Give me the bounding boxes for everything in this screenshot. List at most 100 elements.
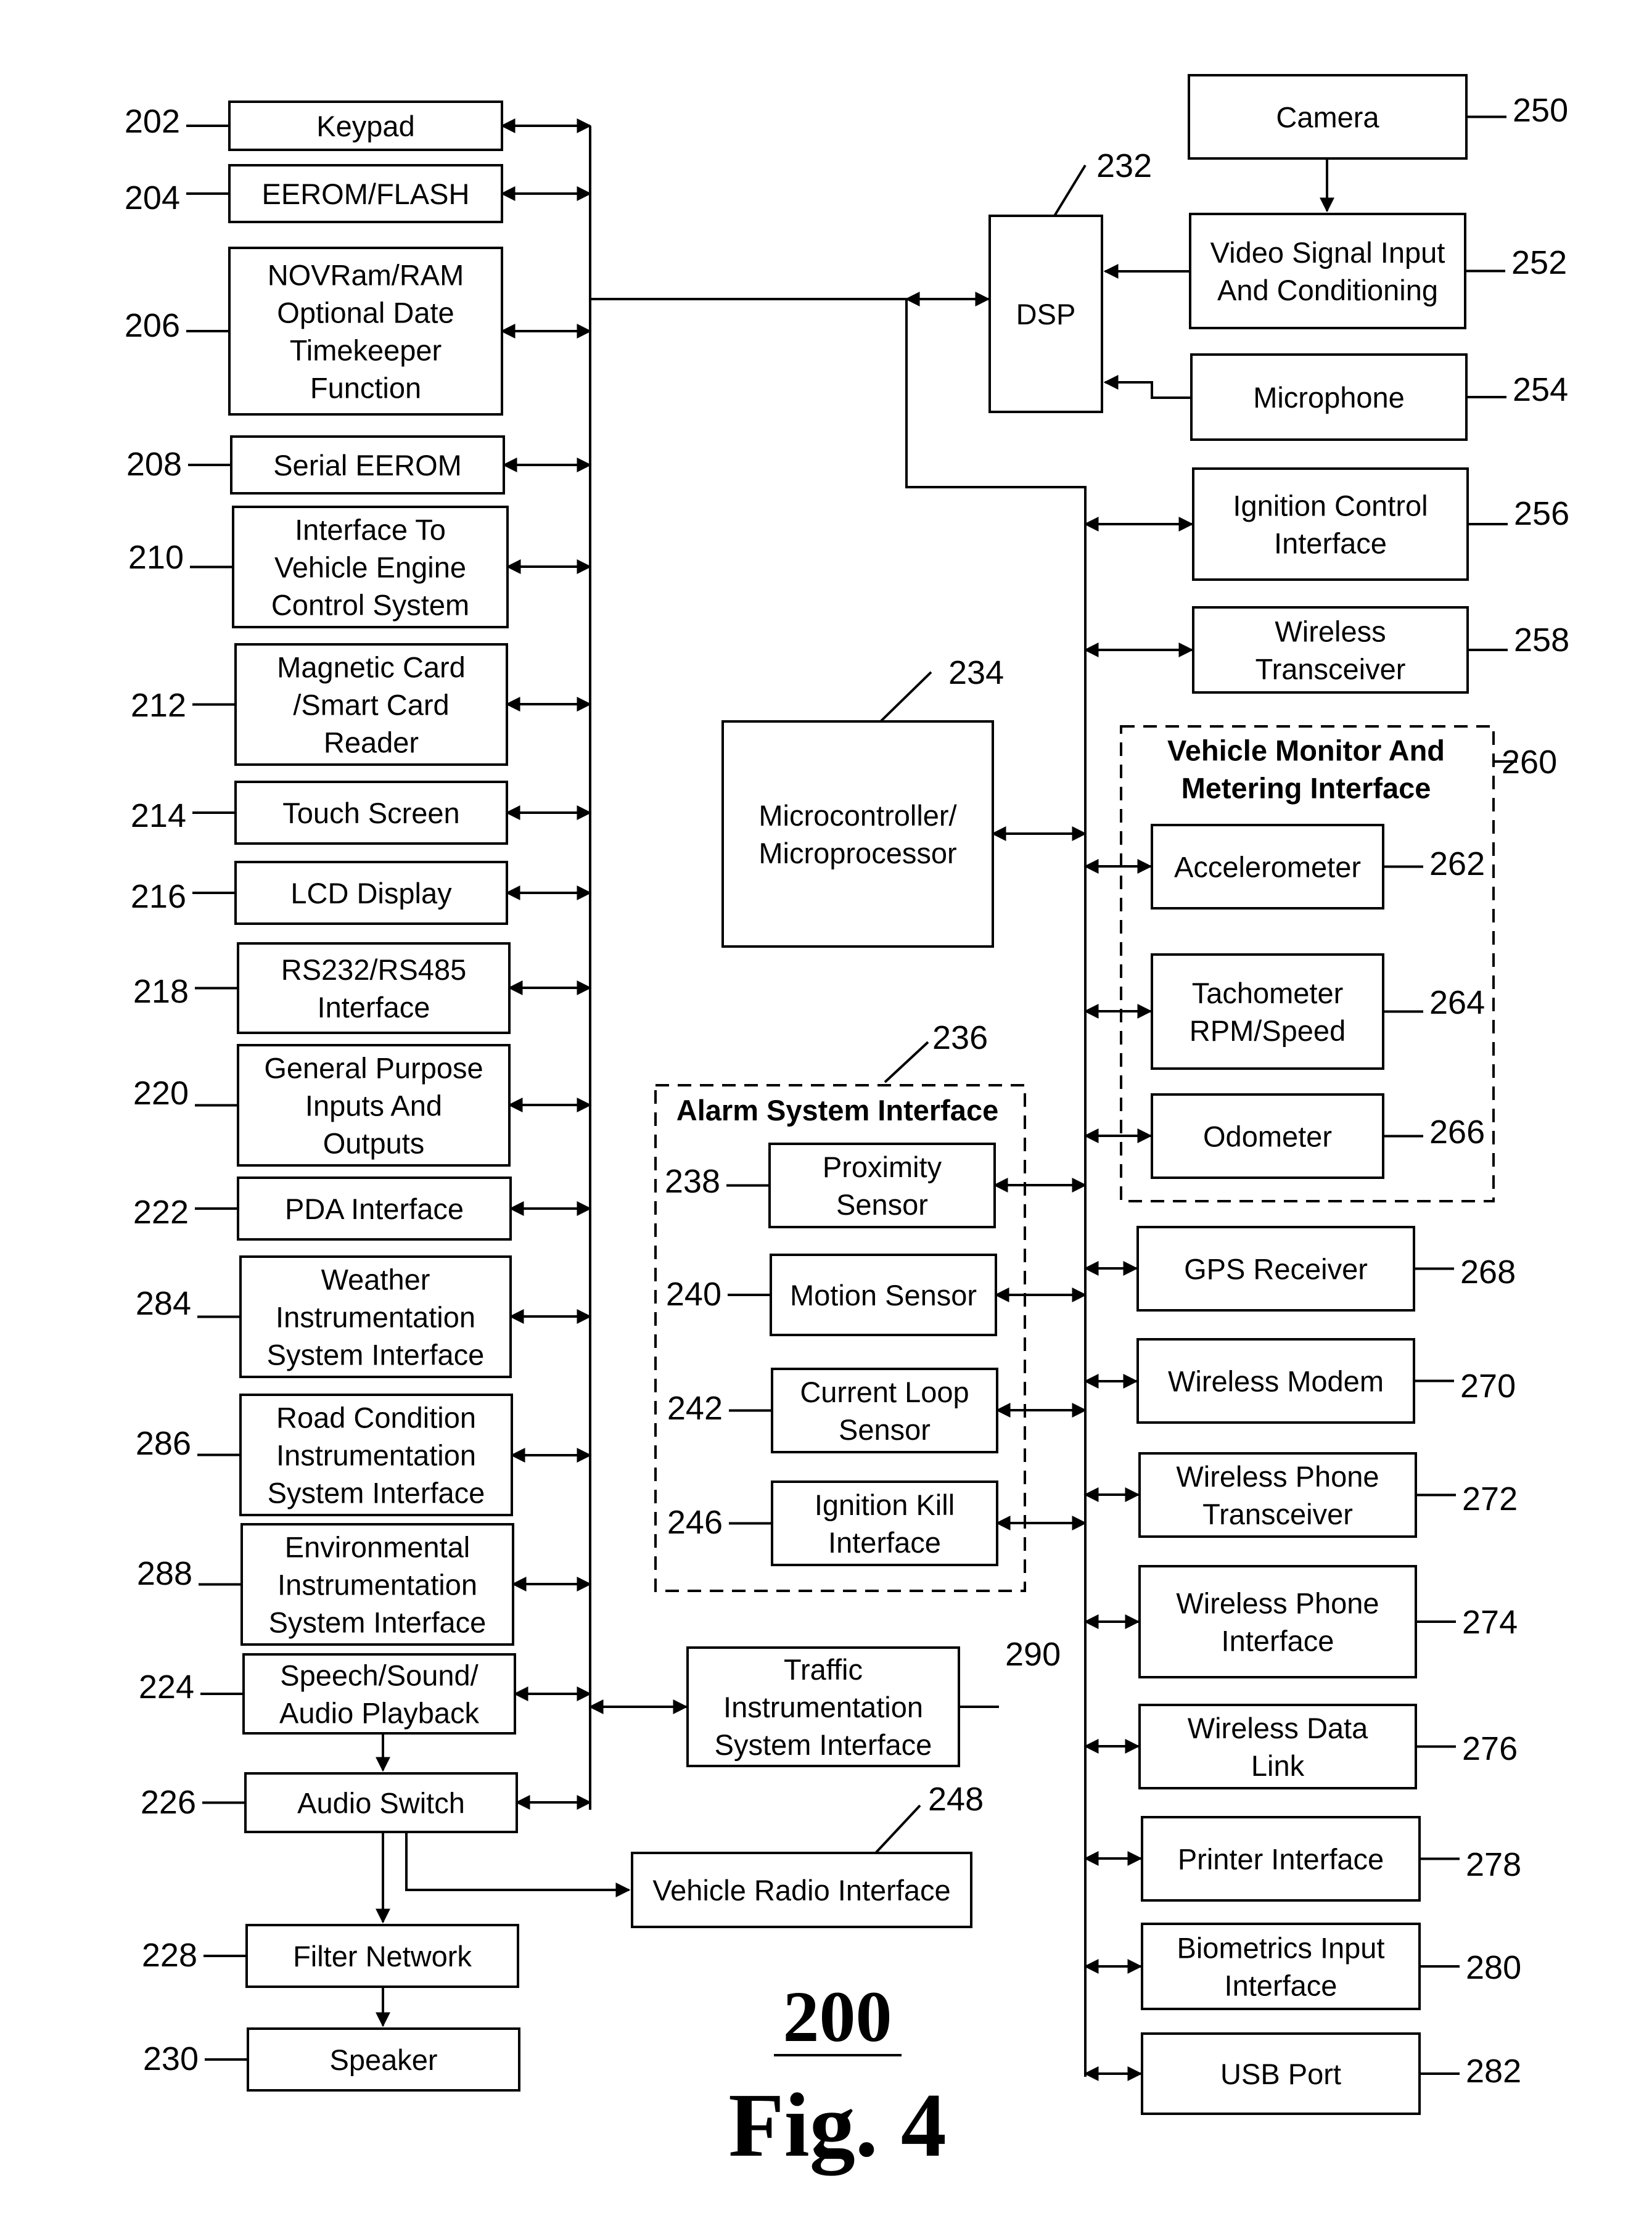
biometrics-block: Biometrics InputInterface280	[1142, 1924, 1521, 2009]
block-label-line: Audio Playback	[279, 1697, 479, 1730]
block-label-line: System Interface	[267, 1339, 485, 1371]
block-label-line: Interface	[1225, 1969, 1338, 2002]
block-label-line: Wireless Phone	[1176, 1460, 1379, 1493]
block-label-line: Wireless Phone	[1176, 1587, 1379, 1620]
block-label-line: System Interface	[269, 1606, 487, 1639]
reference-number: 236	[932, 1019, 988, 1056]
reference-number: 246	[667, 1504, 723, 1541]
connector-line	[406, 1832, 629, 1890]
block-label-line: Keypad	[316, 110, 414, 142]
reference-number: 204	[125, 179, 180, 216]
reference-number: 256	[1514, 495, 1569, 532]
block-border	[723, 721, 993, 947]
wireless-transceiver-block: WirelessTransceiver 258	[1193, 607, 1569, 692]
block-label-line: Timekeeper	[290, 334, 442, 367]
microphone-block: Microphone 254	[1191, 355, 1568, 440]
block-label-line: Audio Switch	[297, 1787, 465, 1820]
block-label-line: Microphone	[1253, 381, 1405, 414]
block-label-line: System Interface	[715, 1728, 932, 1761]
reference-number: 274	[1462, 1604, 1518, 1641]
reference-number: 248	[928, 1781, 984, 1818]
block-border	[1193, 469, 1468, 580]
block-label-line: Vehicle Radio Interface	[652, 1874, 950, 1907]
reference-number: 286	[136, 1425, 191, 1462]
data-link-block: Wireless DataLink276	[1140, 1705, 1518, 1788]
block-label-line: Inputs And	[305, 1090, 442, 1122]
block-label-line: Transceiver	[1202, 1498, 1353, 1530]
block-label-line: Instrumentation	[276, 1439, 476, 1472]
eerom-flash-block: EEROM/FLASH204	[125, 165, 502, 222]
engine-interface-block: Interface ToVehicle EngineControl System…	[128, 507, 508, 627]
reference-number: 222	[133, 1194, 189, 1231]
reference-number: 228	[142, 1937, 197, 1974]
block-label-line: Interface	[318, 991, 430, 1024]
reference-number: 268	[1460, 1254, 1516, 1291]
reference-number: 250	[1513, 92, 1568, 129]
audio-switch-block: Audio Switch 226	[141, 1773, 517, 1832]
reference-number: 270	[1460, 1368, 1516, 1405]
vehicle-radio-block: Vehicle Radio Interface 248	[632, 1781, 984, 1927]
block-label-line: Sensor	[836, 1188, 928, 1221]
reference-number: 254	[1513, 371, 1568, 408]
block-label-line: Instrumentation	[277, 1569, 477, 1601]
block-label-line: Proximity	[823, 1151, 942, 1183]
serial-eerom-block: Serial EEROM208	[126, 437, 504, 493]
block-label-line: Reader	[324, 726, 419, 759]
block-label-line: Road Condition	[276, 1402, 476, 1434]
reference-number: 262	[1429, 845, 1485, 882]
block-label-line: Link	[1251, 1749, 1305, 1782]
block-label-line: Transceiver	[1255, 653, 1406, 686]
micro-block: Microcontroller/Microprocessor234	[723, 654, 1004, 947]
reference-number: 288	[137, 1555, 192, 1592]
reference-number: 230	[143, 2040, 199, 2077]
block-label-line: Filter Network	[293, 1940, 472, 1973]
lcd-display-block: LCD Display216	[131, 862, 507, 924]
camera-block: Camera250	[1189, 75, 1568, 158]
block-label-line: Interface To	[295, 514, 446, 546]
block-label-line: Magnetic Card	[277, 651, 466, 684]
block-border	[1190, 214, 1465, 328]
traffic-block: TrafficInstrumentationSystem Interface29…	[688, 1636, 1061, 1766]
proximity-block: ProximitySensor238	[665, 1144, 995, 1227]
block-label-line: Traffic	[784, 1653, 863, 1686]
block-label-line: Motion Sensor	[790, 1279, 977, 1312]
block-label-line: Control System	[271, 589, 469, 622]
block-label-line: Ignition Kill	[815, 1489, 955, 1521]
block-label-line: Tachometer	[1192, 977, 1344, 1009]
block-label-line: Weather	[321, 1263, 430, 1296]
block-label-line: /Smart Card	[293, 689, 449, 721]
block-label-line: Function	[310, 372, 421, 405]
reference-number: 242	[667, 1390, 723, 1427]
block-label-line: General Purpose	[264, 1052, 483, 1085]
touch-screen-block: Touch Screen214	[131, 782, 507, 844]
reference-number: 266	[1429, 1114, 1485, 1151]
reference-number: 284	[136, 1285, 191, 1322]
reference-number: 260	[1502, 744, 1557, 781]
block-label-line: Speech/Sound/	[280, 1659, 479, 1692]
video-block: Video Signal InputAnd Conditioning 252	[1190, 214, 1567, 328]
phone-interface-block: Wireless PhoneInterface274	[1140, 1566, 1518, 1677]
reference-number: 258	[1514, 622, 1569, 659]
reference-number: 212	[131, 687, 186, 724]
odometer-block: Odometer266	[1152, 1094, 1485, 1178]
printer-block: Printer Interface278	[1142, 1817, 1521, 1900]
reference-number: 202	[125, 103, 180, 140]
block-border	[1152, 955, 1383, 1069]
dsp-block: DSP232	[990, 147, 1152, 412]
connector-line	[1105, 382, 1191, 398]
block-label-line: Wireless	[1275, 615, 1386, 648]
reference-number: 240	[666, 1276, 721, 1313]
reference-number: 226	[141, 1784, 196, 1821]
block-label-line: Interface	[828, 1526, 941, 1559]
gps-block: GPS Receiver268	[1138, 1227, 1516, 1310]
block-label-line: Video Signal Input	[1210, 236, 1445, 269]
block-label-line: System Interface	[268, 1477, 485, 1509]
block-label-line: And Conditioning	[1217, 274, 1438, 306]
block-label-line: Instrumentation	[276, 1301, 475, 1334]
reference-number: 210	[128, 539, 184, 576]
block-label-line: USB Port	[1220, 2058, 1341, 2090]
group-title-line: Vehicle Monitor And	[1167, 734, 1445, 767]
leader-line	[876, 1805, 920, 1853]
block-label-line: RS232/RS485	[281, 953, 466, 986]
reference-number: 252	[1511, 244, 1567, 281]
